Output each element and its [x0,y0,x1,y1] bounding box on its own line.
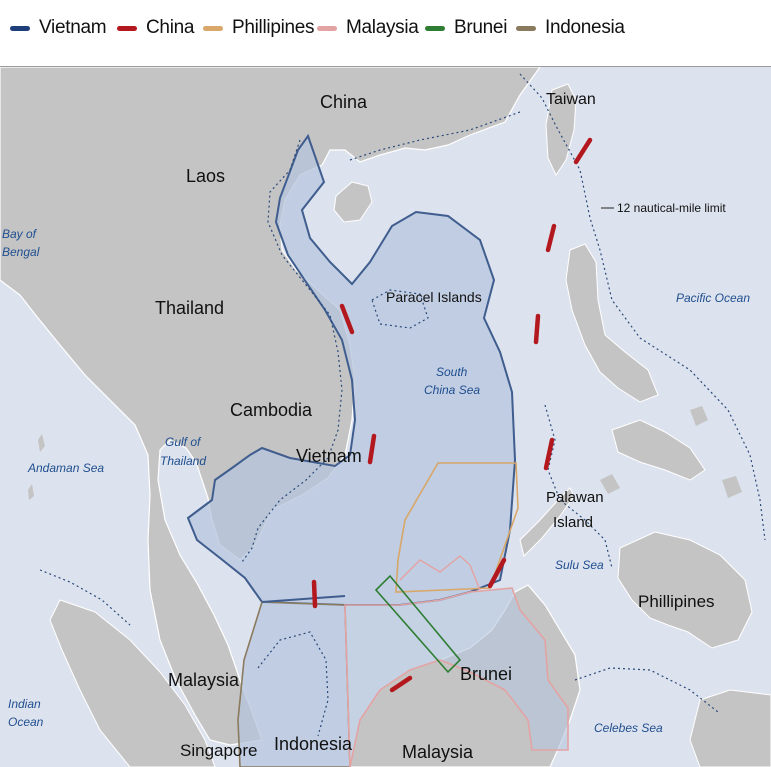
china-dash-8 [545,223,557,253]
legend-label-indonesia: Indonesia [545,17,625,38]
legend-label-vietnam: Vietnam [39,17,107,38]
land-sumatra [49,599,216,767]
china-dash-2 [367,433,377,465]
china-dash-5 [487,557,507,589]
label-nautical-limit: 12 nautical-mile limit [617,201,726,215]
malaysia-claim-line-inner [399,555,481,591]
label-indian-ocean-1: Indian [8,697,41,711]
south-china-sea-map: China Taiwan Laos Thailand Cambodia Viet… [0,67,771,767]
land-mainland-asia [0,67,541,746]
legend-item-china: China [117,14,194,42]
label-malaysia-east: Malaysia [402,742,474,762]
label-south-china-sea-2: China Sea [424,383,480,397]
label-phillipines: Phillipines [638,592,715,611]
legend-item-brunei: Brunei [425,14,507,42]
legend-swatch-indonesia [516,25,536,31]
vietnam-claim-line-south [187,499,346,603]
land-visayas [611,419,706,481]
china-nine-dash-line [311,137,593,693]
china-dash-4 [389,675,413,693]
label-celebes-sea: Celebes Sea [594,721,663,735]
legend-swatch-brunei [425,25,445,31]
phillipines-claim-line [395,462,519,593]
land-islet-1 [690,406,708,426]
label-sulu-sea: Sulu Sea [555,558,604,572]
label-indian-ocean-2: Ocean [8,715,44,729]
land-palawan [519,487,575,557]
land-mindanao [617,531,753,649]
legend-swatch-malaysia [317,25,337,31]
label-palawan-line1: Palawan [546,489,604,506]
legend-item-indonesia: Indonesia [516,14,625,42]
china-dash-3 [311,579,318,609]
legend-label-phillipines: Phillipines [232,17,315,38]
land-hainan [333,181,373,223]
label-thailand: Thailand [155,298,224,318]
label-taiwan: Taiwan [546,91,596,108]
label-vietnam: Vietnam [296,446,362,466]
nautical-limit-sumatra [39,569,131,626]
land-islet-3 [600,474,620,494]
nautical-limit-china-coast [349,111,521,161]
label-indonesia: Indonesia [274,734,353,754]
nautical-limit-borneo [257,631,329,737]
legend: Vietnam China Phillipines Malaysia Brune… [0,0,771,67]
legend-item-vietnam: Vietnam [10,14,107,42]
legend-item-phillipines: Phillipines [203,14,315,42]
label-gulf-of-thailand-1: Gulf of [165,435,202,449]
china-dash-9 [573,137,593,165]
china-dash-7 [533,313,541,345]
label-laos: Laos [186,166,225,186]
label-bay-of-bengal-1: Bay of [2,227,38,241]
nautical-limit-mainland [241,139,343,563]
label-singapore: Singapore [180,741,258,760]
legend-label-brunei: Brunei [454,17,508,38]
land-luzon [565,243,659,403]
label-china: China [320,92,368,112]
land-andaman-islets [38,434,45,452]
label-brunei: Brunei [460,664,512,684]
land-islet-2 [722,476,742,498]
land-celebes [689,689,771,767]
land-taiwan [545,83,577,177]
land-nicobar-islets [28,484,34,500]
brunei-claim-line [374,574,462,674]
legend-item-malaysia: Malaysia [317,14,419,42]
label-malaysia-west: Malaysia [168,670,240,690]
malaysia-claim-area [344,587,569,767]
legend-label-china: China [146,17,195,38]
china-dash-1 [339,303,355,335]
nautical-limit-sulu [544,404,613,569]
legend-swatch-china [117,25,137,31]
legend-swatch-phillipines [203,25,223,31]
label-andaman-sea: Andaman Sea [27,461,104,475]
label-cambodia: Cambodia [230,400,313,420]
label-pacific-ocean: Pacific Ocean [676,291,750,305]
label-palawan-line2: Island [553,514,593,531]
legend-label-malaysia: Malaysia [346,17,419,38]
legend-swatch-vietnam [10,25,30,31]
label-bay-of-bengal-2: Bengal [2,245,40,259]
label-paracel-islands: Paracel Islands [386,289,482,305]
label-south-china-sea-1: South [436,365,468,379]
label-gulf-of-thailand-2: Thailand [160,454,206,468]
china-dash-6 [543,437,555,471]
nautical-limit-paracel [371,289,429,329]
